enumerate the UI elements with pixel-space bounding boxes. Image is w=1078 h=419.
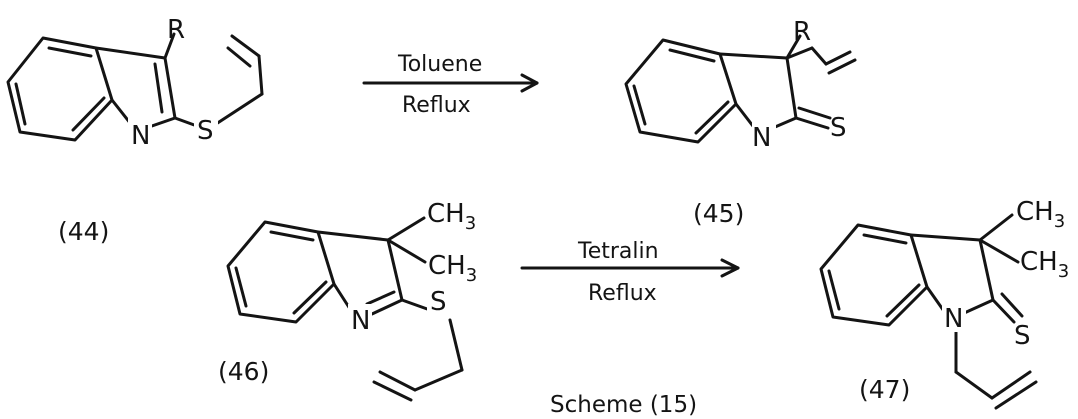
reaction-2-condition: Reflux <box>588 281 657 306</box>
compound-45-label: (45) <box>693 199 744 228</box>
compound-45-structure <box>624 34 857 150</box>
scheme-caption: Scheme (15) <box>550 392 697 418</box>
compound-44-structure <box>6 32 264 148</box>
compound-47-methyl-1: CH3 <box>1016 197 1065 232</box>
compound-46-methyl-1: CH3 <box>427 199 476 234</box>
compound-44-label: (44) <box>58 217 109 246</box>
compound-47-structure <box>819 213 1038 410</box>
reaction-2-solvent: Tetralin <box>577 239 659 264</box>
compound-45-sulfur: S <box>830 113 847 143</box>
compound-44-r-group: R <box>167 15 185 45</box>
compound-46-sulfur: S <box>430 287 447 317</box>
compound-47-methyl-2: CH3 <box>1020 247 1069 282</box>
compound-47-sulfur: S <box>1014 321 1031 351</box>
compound-44-nitrogen: N <box>131 121 150 151</box>
compound-47-label: (47) <box>859 375 910 404</box>
compound-46-structure <box>226 216 464 402</box>
compound-45-nitrogen: N <box>752 123 771 153</box>
compound-47-nitrogen: N <box>944 304 963 334</box>
reaction-arrow-1-head <box>520 73 539 93</box>
compound-46-methyl-2: CH3 <box>428 251 477 286</box>
reaction-1-condition: Reflux <box>402 93 471 118</box>
compound-44-sulfur: S <box>197 116 214 146</box>
compound-46-nitrogen: N <box>351 306 370 336</box>
reaction-1-solvent: Toluene <box>397 52 482 77</box>
reaction-arrow-2-head <box>720 258 740 278</box>
compound-45-r-group: R <box>793 17 811 47</box>
compound-46-label: (46) <box>218 357 269 386</box>
